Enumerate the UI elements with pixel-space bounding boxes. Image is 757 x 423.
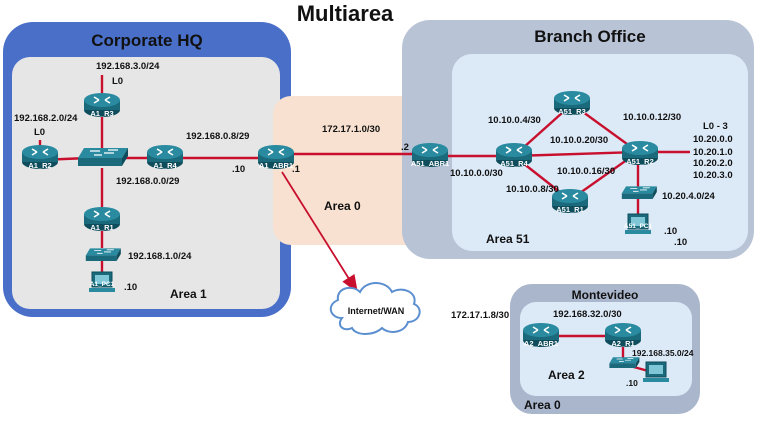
area1-zone — [12, 57, 280, 309]
label-a2-pc-host: .10 — [626, 378, 638, 388]
area2-label: Area 2 — [548, 368, 585, 382]
label-10-20-3: 10.20.3.0 — [693, 170, 733, 181]
label-abr1-left-host: .10 — [232, 164, 245, 175]
pc-area2-icon[interactable] — [642, 361, 670, 383]
label-a51abr-host: .2 — [401, 142, 409, 153]
label-pc1-host: .10 — [124, 282, 137, 293]
area0-bottom-label: Area 0 — [524, 398, 561, 412]
montevideo-title: Montevideo — [572, 288, 639, 302]
branch-office-title: Branch Office — [534, 27, 645, 46]
router-a51-abr1-label: A51_ABR1 — [411, 159, 449, 168]
label-10-20-4: 10.20.4.0/24 — [662, 191, 716, 202]
label-192-168-32: 192.168.32.0/30 — [553, 309, 622, 320]
label-10-10-0-8: 10.10.0.8/30 — [506, 184, 559, 195]
label-10-20-1: 10.20.1.0 — [693, 147, 733, 158]
router-a2-abr1-label: A2_ABR1 — [524, 339, 558, 348]
label-10-10-0-12: 10.10.0.12/30 — [623, 112, 681, 123]
router-a51-r3-label: A51_R3 — [558, 107, 586, 116]
pc-a51-pc1-label: A51_PC1 — [624, 223, 653, 230]
pc-a1-pc1-label: A1_PC1 — [90, 281, 115, 288]
router-a1-abr1-label: A1_ABR1 — [259, 161, 293, 170]
cloud-label: Internet/WAN — [348, 306, 405, 316]
label-192-168-1: 192.168.1.0/24 — [128, 251, 192, 262]
label-192-168-2: 192.168.2.0/24 — [14, 113, 78, 124]
router-a1-r2-label: A1_R2 — [28, 161, 51, 170]
area0-center-label: Area 0 — [324, 199, 361, 213]
link-abr1-internet — [281, 171, 358, 294]
router-a1-r1-label: A1_R1 — [90, 223, 113, 232]
label-10-10-0-20: 10.10.0.20/30 — [550, 135, 608, 146]
label-10-10-0-0: 10.10.0.0/30 — [450, 168, 503, 179]
switch-corporate[interactable] — [77, 147, 129, 167]
link-r4-r2 — [513, 150, 639, 158]
router-a51-r1-label: A51_R1 — [556, 205, 584, 214]
label-abr1-right-host: .1 — [292, 164, 301, 175]
label-192-168-0-0: 192.168.0.0/29 — [116, 176, 179, 187]
label-a51pc-host: .10 — [664, 226, 677, 237]
corporate-hq-title: Corporate HQ — [91, 31, 202, 50]
router-a2-r1-label: A2_R1 — [611, 339, 634, 348]
label-l0-r3: L0 — [112, 76, 123, 87]
router-a1-r3-label: A1_R3 — [90, 109, 113, 118]
router-a51-r2-label: A51_R2 — [626, 157, 654, 166]
router-a1-r4-label: A1_R4 — [153, 161, 177, 170]
label-10-10-0-4: 10.10.0.4/30 — [488, 115, 541, 126]
label-l0-3: L0 - 3 — [703, 121, 728, 132]
diagram-title: Multiarea — [297, 1, 394, 26]
router-a51-r4-label: A51_R4 — [500, 159, 528, 168]
label-a51-r2-host: .10 — [674, 237, 687, 248]
switch-area51-lan[interactable] — [621, 185, 658, 200]
label-192-168-0-8: 192.168.0.8/29 — [186, 131, 249, 142]
area1-label: Area 1 — [170, 287, 207, 301]
label-10-10-0-16: 10.10.0.16/30 — [557, 166, 615, 177]
internet-cloud-icon — [329, 282, 421, 335]
label-10-20-2: 10.20.2.0 — [693, 158, 733, 169]
switch-area1-lan[interactable] — [85, 247, 122, 262]
label-l0-r2: L0 — [34, 127, 45, 138]
area51-label: Area 51 — [486, 232, 530, 246]
area0-center-zone — [273, 96, 443, 245]
label-172-17-1-8: 172.17.1.8/30 — [451, 310, 509, 321]
label-192-168-35: 192.168.35.0/24 — [632, 348, 694, 358]
label-192-168-3: 192.168.3.0/24 — [96, 61, 160, 72]
label-10-20-0: 10.20.0.0 — [693, 134, 733, 145]
switch-area2-lan[interactable] — [609, 356, 640, 369]
label-172-17-1: 172.17.1.0/30 — [322, 124, 380, 135]
